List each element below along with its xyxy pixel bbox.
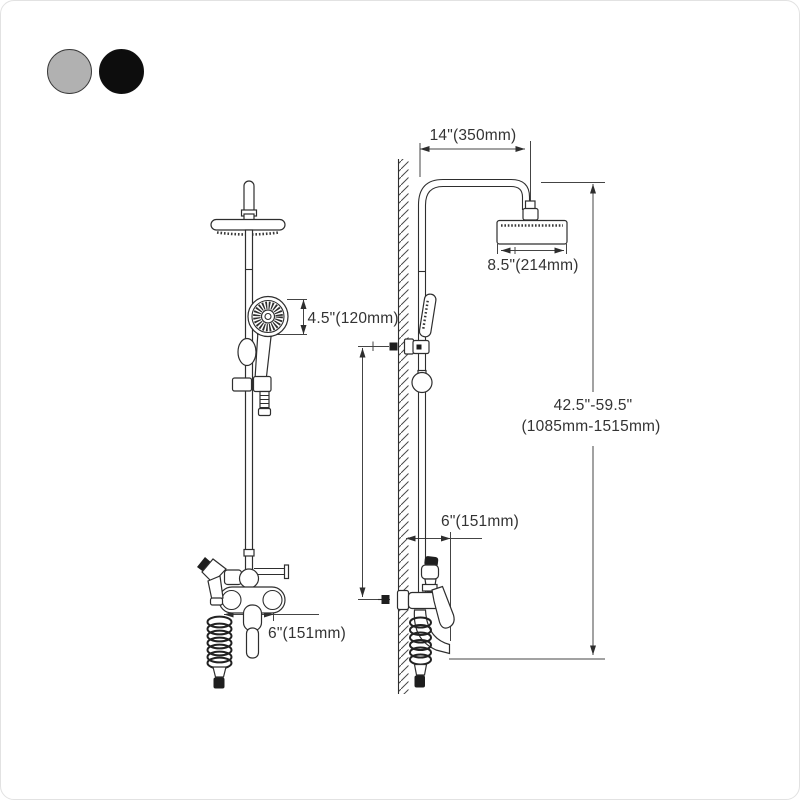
color-swatch-gray[interactable]	[47, 49, 92, 94]
slide-rail-front	[244, 229, 254, 576]
dimension-labels: 14"(350mm) 8.5"(214mm) 4.5"(120mm) 42.5"…	[268, 127, 660, 642]
shower-head-nozzles	[216, 231, 280, 236]
valve-wall-flange	[396, 589, 410, 611]
support-arm-end	[283, 564, 290, 580]
slider-knob-side	[411, 371, 433, 394]
tub-spout-side	[413, 609, 451, 655]
cross-fitting	[238, 568, 260, 589]
sprayer-head-side	[420, 564, 440, 580]
rain-shower-head-side	[496, 219, 568, 245]
shower-arm-outer	[417, 178, 531, 593]
lever-handle-front	[242, 604, 263, 632]
dim-head-diameter	[497, 244, 567, 254]
hose-connector-tip-side	[414, 675, 425, 688]
bracket-bolt	[389, 342, 398, 351]
spout-front	[245, 627, 260, 659]
dimension-lines	[224, 141, 605, 660]
rain-shower-head-front	[210, 218, 286, 231]
coiled-hose-front	[206, 615, 233, 670]
head-connector-side	[522, 207, 539, 221]
label-total-height-mm: (1085mm-1515mm)	[521, 418, 660, 435]
handshower-side	[418, 293, 437, 338]
sprayer-nozzle-front	[197, 557, 213, 573]
front-view-drawing	[197, 180, 290, 689]
sprayer-holder-front	[223, 569, 243, 586]
wall-section	[397, 159, 409, 694]
lever-handle-side	[431, 585, 455, 629]
sprayer-head-front	[201, 558, 227, 584]
shower-arm-inner	[424, 185, 524, 593]
wall-bracket-flange	[403, 338, 415, 355]
sprayer-nozzle-side	[424, 556, 439, 567]
top-pipe	[243, 180, 255, 215]
handshower-holder	[252, 375, 272, 393]
side-view-drawing	[378, 178, 568, 688]
color-swatch-black[interactable]	[99, 49, 144, 94]
dim-arm-length	[419, 141, 531, 215]
hose-connector-tip	[213, 677, 225, 689]
rail-collar	[243, 548, 255, 557]
coiled-hose-side	[409, 616, 432, 666]
label-total-height-in: 42.5"-59.5"	[554, 397, 633, 414]
label-spout-reach: 6"(151mm)	[441, 513, 519, 530]
slider-clamp	[231, 377, 253, 392]
slider-ring	[237, 337, 257, 367]
sprayer-grip-front	[207, 575, 224, 601]
label-arm-length: 14"(350mm)	[430, 127, 517, 144]
wall-hatching	[398, 159, 409, 694]
hose-connector-cone	[212, 666, 227, 678]
label-head-diameter: 8.5"(214mm)	[487, 257, 578, 274]
label-handshower-diameter: 4.5"(120mm)	[308, 310, 399, 327]
dim-bracket-to-valve	[358, 341, 390, 600]
handshower-spray-pattern	[253, 301, 283, 332]
label-valve-width: 6"(151mm)	[268, 625, 346, 642]
inlet-bolt	[381, 595, 390, 604]
color-swatch-group	[47, 49, 144, 94]
dim-total-height	[449, 182, 605, 660]
